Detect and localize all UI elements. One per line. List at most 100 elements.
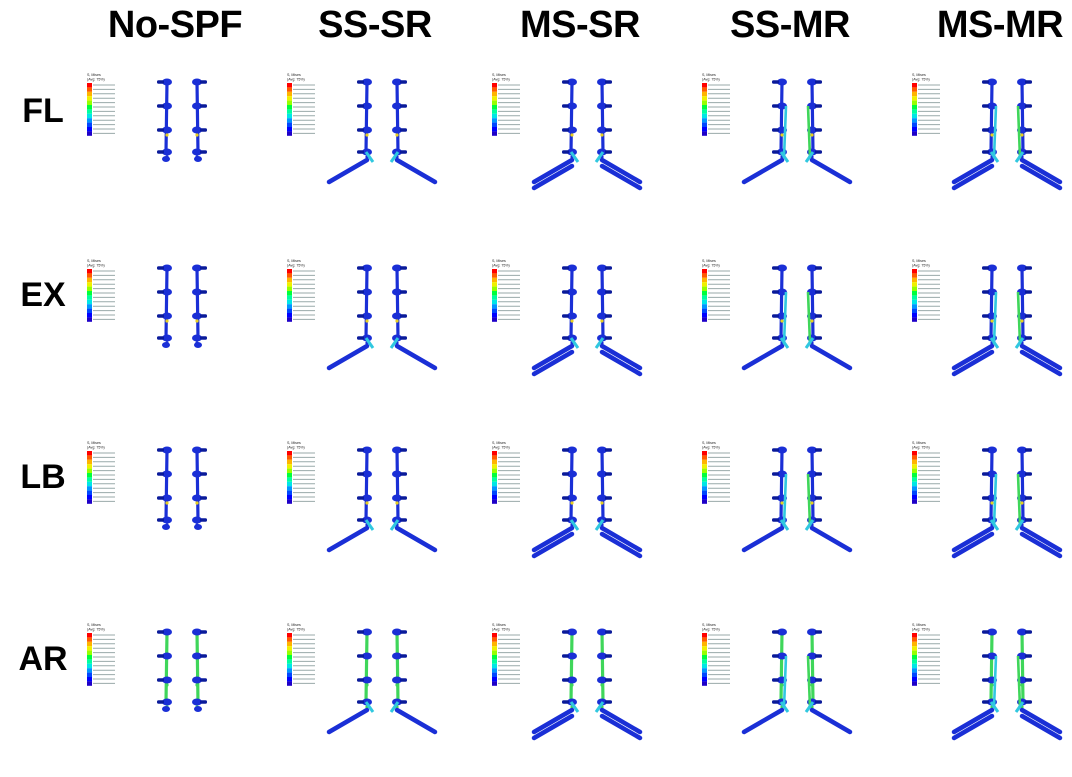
stress-hotspot: [600, 133, 604, 137]
iliac-screw-right: [1019, 349, 1063, 377]
stress-hotspot: [195, 133, 199, 137]
pedicle-screw-head: [987, 652, 997, 660]
screw-shank: [357, 80, 364, 84]
legend-swatch: [912, 291, 917, 296]
screw-shank: [562, 700, 569, 704]
screw-shank: [815, 496, 822, 500]
left-rod: [364, 80, 369, 154]
stress-hotspot: [165, 133, 169, 137]
legend-swatch: [912, 455, 917, 460]
legend-swatch: [492, 269, 497, 274]
screw-shank: [772, 654, 779, 658]
legend-title: S, Mises: [87, 259, 101, 263]
legend-swatch: [287, 481, 292, 487]
screw-shank: [200, 654, 207, 658]
pedicle-screw-head: [362, 446, 372, 454]
legend-subtitle: (Avg: 75%): [912, 628, 930, 632]
screw-shank: [400, 472, 407, 476]
stress-hotspot: [195, 683, 199, 687]
pedicle-screw-head: [192, 676, 202, 684]
legend-swatch: [492, 277, 497, 283]
stress-legend: S, Mises(Avg: 75%): [87, 623, 115, 686]
model-cell: S, Mises(Avg: 75%): [690, 440, 890, 590]
legend-swatch: [87, 109, 92, 114]
screw-shank: [400, 266, 407, 270]
legend-swatch: [912, 308, 917, 313]
pedicle-screw-head: [567, 102, 577, 110]
left-rod: [164, 266, 169, 340]
stress-hotspot: [990, 319, 994, 323]
connector: [389, 151, 400, 163]
legend-subtitle: (Avg: 75%): [287, 446, 305, 450]
screw-shank: [562, 336, 569, 340]
iliac-screw-left: [531, 343, 575, 371]
model-cell: S, Mises(Avg: 75%): [275, 258, 475, 408]
iliac-screw-left: [531, 707, 575, 735]
legend-swatch: [492, 499, 497, 504]
model-cell: S, Mises(Avg: 75%): [275, 440, 475, 590]
pedicle-screw-head: [192, 126, 202, 134]
legend-swatch: [87, 277, 92, 283]
legend-swatch: [87, 131, 92, 136]
accessory-rod: [992, 291, 998, 345]
pedicle-screw-head: [362, 628, 372, 636]
screw-shank: [200, 518, 207, 522]
legend-swatch: [492, 308, 497, 313]
legend-title: S, Mises: [912, 623, 926, 627]
stress-legend: S, Mises(Avg: 75%): [492, 441, 520, 504]
right-rod: [810, 266, 815, 340]
legend-subtitle: (Avg: 75%): [287, 264, 305, 268]
iliac-screw-left: [951, 525, 995, 553]
model-cell: S, Mises(Avg: 75%): [75, 440, 275, 590]
model-cell: S, Mises(Avg: 75%): [900, 622, 1072, 772]
connector: [989, 337, 1000, 349]
connector: [779, 701, 790, 713]
legend-swatch: [492, 304, 497, 309]
legend-swatch: [492, 118, 497, 123]
legend-swatch: [702, 273, 707, 278]
legend-swatch: [702, 277, 707, 283]
legend-swatch: [287, 681, 292, 686]
legend-swatch: [287, 122, 292, 127]
stress-hotspot: [195, 501, 199, 505]
legend-swatch: [287, 486, 292, 491]
pedicle-screw-head: [567, 494, 577, 502]
legend-swatch: [702, 127, 707, 132]
pedicle-screw-head: [192, 470, 202, 478]
legend-swatch: [287, 277, 292, 283]
legend-swatch: [87, 672, 92, 677]
pedicle-screw-head: [392, 126, 402, 134]
pedicle-screw-head: [987, 446, 997, 454]
screw-shank: [815, 80, 822, 84]
screw-shank: [200, 128, 207, 132]
pedicle-screw-head: [597, 288, 607, 296]
legend-swatch: [912, 672, 917, 677]
connector: [989, 151, 1000, 163]
legend-swatch: [912, 655, 917, 660]
model-cell: S, Mises(Avg: 75%): [690, 622, 890, 772]
stress-legend: S, Mises(Avg: 75%): [287, 441, 315, 504]
legend-swatch: [702, 308, 707, 313]
legend-swatch: [287, 127, 292, 132]
legend-title: S, Mises: [702, 623, 716, 627]
iliac-screw-left: [951, 349, 995, 377]
legend-swatch: [287, 499, 292, 504]
stress-hotspot: [780, 319, 784, 323]
screw-shank: [400, 150, 407, 154]
legend-subtitle: (Avg: 75%): [912, 78, 930, 82]
legend-subtitle: (Avg: 75%): [287, 78, 305, 82]
stress-legend: S, Mises(Avg: 75%): [87, 441, 115, 504]
legend-swatch: [87, 659, 92, 664]
connector: [569, 337, 580, 349]
legend-swatch: [912, 473, 917, 478]
legend-swatch: [287, 495, 292, 500]
pedicle-screw-head: [807, 628, 817, 636]
stress-hotspot: [780, 683, 784, 687]
legend-swatch: [912, 477, 917, 482]
pedicle-screw-head: [392, 628, 402, 636]
pedicle-screw-head: [392, 494, 402, 502]
legend-swatch: [912, 286, 917, 291]
screw-shank: [357, 472, 364, 476]
iliac-screw-right: [599, 713, 643, 741]
pedicle-screw-head: [987, 628, 997, 636]
